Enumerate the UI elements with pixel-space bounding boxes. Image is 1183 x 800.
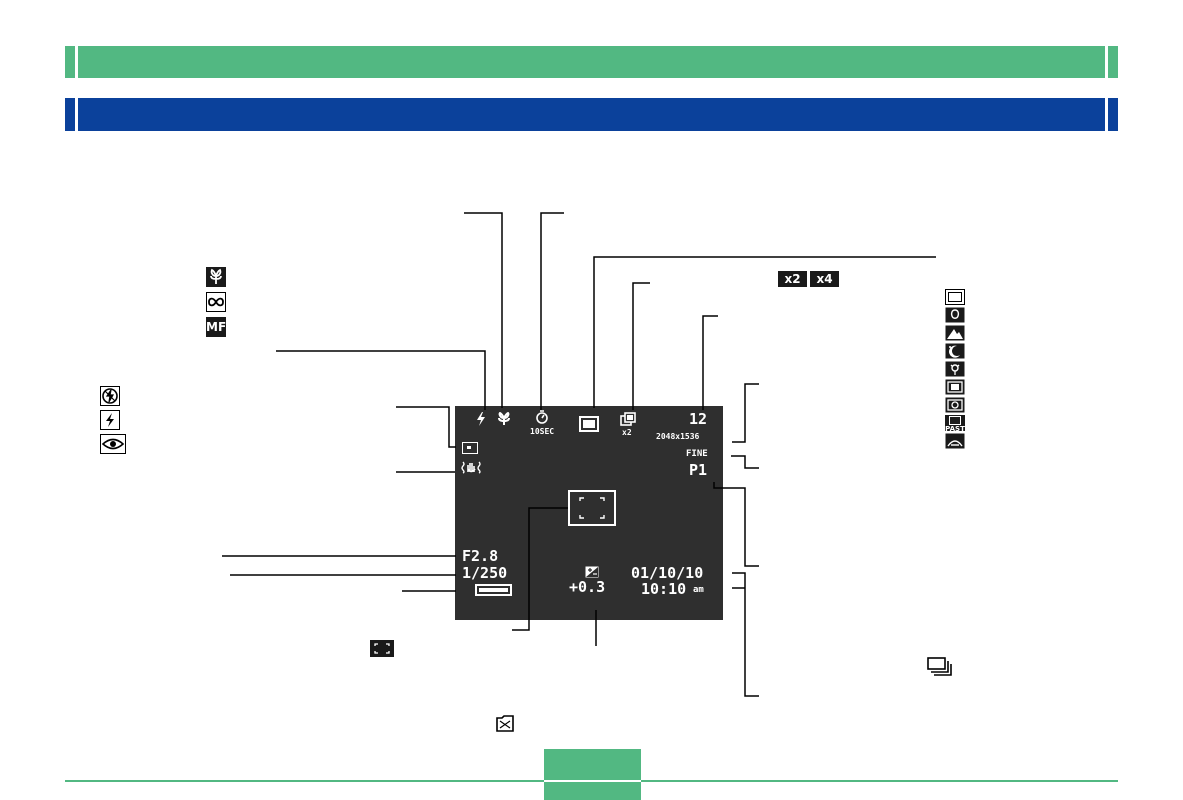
flash-off-icon <box>100 386 120 406</box>
normal-frame-icon <box>945 289 965 305</box>
callout-metering <box>396 406 456 448</box>
date: 01/10/10 <box>631 564 704 582</box>
zoom-text: x2 <box>622 428 632 437</box>
callout-self-timer <box>540 212 564 410</box>
landscape-icon <box>945 325 965 341</box>
time: 10:10 <box>641 580 687 598</box>
callout-shots <box>702 315 718 410</box>
lcd-monitor: 10SEC x2 12 2048x1536 FINE P1 F2.8 1/250… <box>455 406 723 620</box>
callout-mode <box>713 482 759 567</box>
red-eye-icon <box>100 434 126 454</box>
recording-mode-icon <box>579 416 599 432</box>
metering-mode-icon <box>462 442 478 454</box>
portrait-icon <box>945 307 965 323</box>
callout-image-size <box>732 383 759 443</box>
manual-focus-icon: MF <box>206 317 226 337</box>
pre-shot-icon <box>945 397 965 413</box>
battery-icon <box>475 584 512 596</box>
callout-datetime <box>732 572 759 697</box>
macro-scene-icon <box>945 361 965 377</box>
image-size: 2048x1536 <box>656 432 700 441</box>
callout-recording-mode <box>593 256 936 408</box>
continuous-icon <box>927 657 952 676</box>
time-suffix: am <box>693 585 704 595</box>
recording-mode: P1 <box>689 461 708 479</box>
flash-mode-icon <box>477 412 485 426</box>
camera-shake-icon <box>461 461 481 474</box>
zoom-x4-badge: x4 <box>810 271 839 287</box>
exposure-comp-icon <box>585 566 599 578</box>
digital-zoom-icon <box>620 412 636 426</box>
shutter-speed: 1/250 <box>462 564 508 582</box>
aperture-value: F2.8 <box>462 547 499 565</box>
callout-macro <box>464 212 503 408</box>
exposure-comp-value: +0.3 <box>569 578 606 596</box>
page-number-tab <box>544 749 641 800</box>
infinity-icon <box>206 292 226 312</box>
zoom-x2-badge: x2 <box>778 271 807 287</box>
text-icon <box>945 433 965 449</box>
callout-zoom <box>632 282 650 410</box>
callout-af-frame <box>512 507 568 631</box>
header-green-bar <box>65 46 1118 78</box>
night-scene-icon <box>945 343 965 359</box>
pasta-icon: PAST <box>945 415 965 433</box>
callout-flash <box>276 350 486 410</box>
autofocus-frame <box>568 490 616 526</box>
memory-card-icon <box>494 713 516 733</box>
macro-icon <box>206 267 226 287</box>
callout-quality <box>731 455 759 469</box>
shots-remaining: 12 <box>689 410 708 428</box>
flash-on-icon <box>100 410 120 430</box>
image-quality: FINE <box>686 449 708 459</box>
self-timer-icon <box>536 410 548 424</box>
coupling-icon <box>945 379 965 395</box>
header-blue-bar <box>65 98 1118 131</box>
macro-indicator-icon <box>498 412 510 425</box>
focus-frame-icon <box>370 640 394 657</box>
scene-icon-column: PAST <box>945 289 965 453</box>
self-timer-text: 10SEC <box>530 427 555 436</box>
